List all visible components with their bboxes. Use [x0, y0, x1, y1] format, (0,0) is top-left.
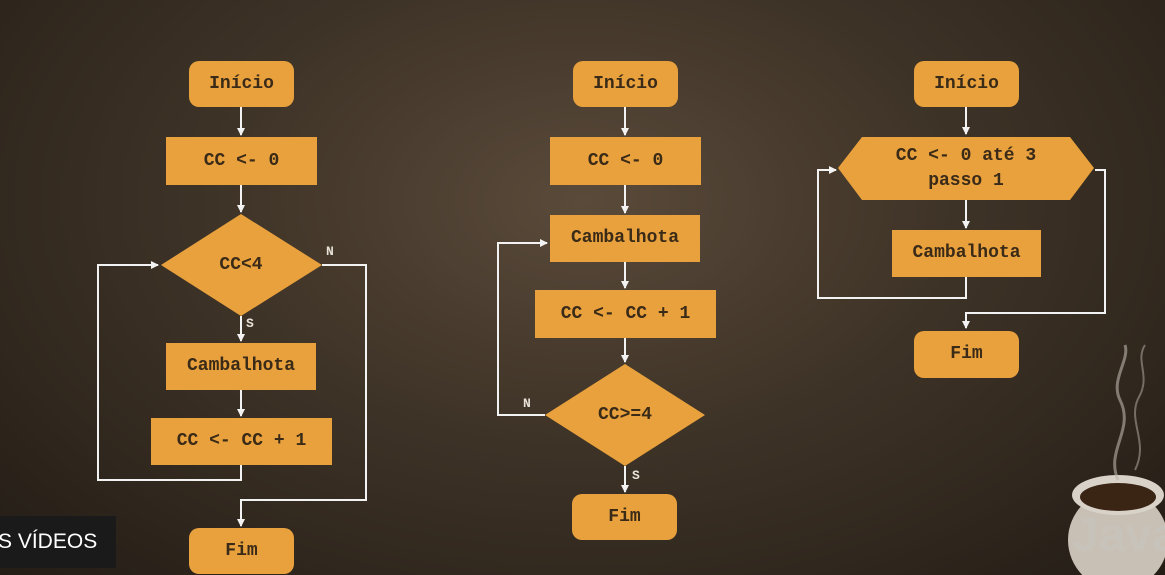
fc2-loop-back [497, 239, 548, 416]
fc1-decision-diamond [161, 214, 322, 316]
fc1-end-terminal: Fim [189, 528, 294, 574]
java-logo-text: Java [1072, 509, 1165, 562]
fc1-increment-process: CC <- CC + 1 [151, 418, 332, 465]
fc3-exit [962, 169, 1106, 329]
coffee-cup-icon [1068, 344, 1165, 575]
fc2-increment-process: CC <- CC + 1 [535, 290, 716, 338]
fc1-yes-label: S [246, 316, 254, 331]
fc1-no-label: N [326, 244, 334, 259]
fc1-condition-label: CC<4 [219, 255, 263, 275]
fc3-loop-back [817, 166, 967, 299]
fc2-condition-label: CC>=4 [597, 405, 652, 425]
fc3-end-terminal: Fim [914, 331, 1019, 378]
fc2-action-process: Cambalhota [550, 215, 700, 262]
fc2-start-terminal: Início [573, 61, 678, 107]
fc1-exit-no [237, 264, 367, 527]
fc3-start-terminal: Início [914, 61, 1019, 107]
fc2-no-label: N [523, 396, 531, 411]
fc3-loop-label: CC <- 0 até 3 passo 1 [895, 145, 1037, 191]
fc2-decision-diamond [545, 364, 705, 466]
fc2-init-process: CC <- 0 [550, 137, 701, 185]
more-videos-banner[interactable]: S VÍDEOS [0, 516, 116, 568]
fc1-init-process: CC <- 0 [166, 137, 317, 185]
fc2-yes-label: S [632, 468, 640, 483]
fc3-loop-hexagon [838, 137, 1094, 200]
fc1-start-terminal: Início [189, 61, 294, 107]
fc1-action-process: Cambalhota [166, 343, 316, 390]
more-videos-label: S VÍDEOS [0, 530, 98, 553]
fc3-action-process: Cambalhota [892, 230, 1041, 277]
fc2-end-terminal: Fim [572, 494, 677, 540]
fc1-loop-back [97, 261, 242, 481]
